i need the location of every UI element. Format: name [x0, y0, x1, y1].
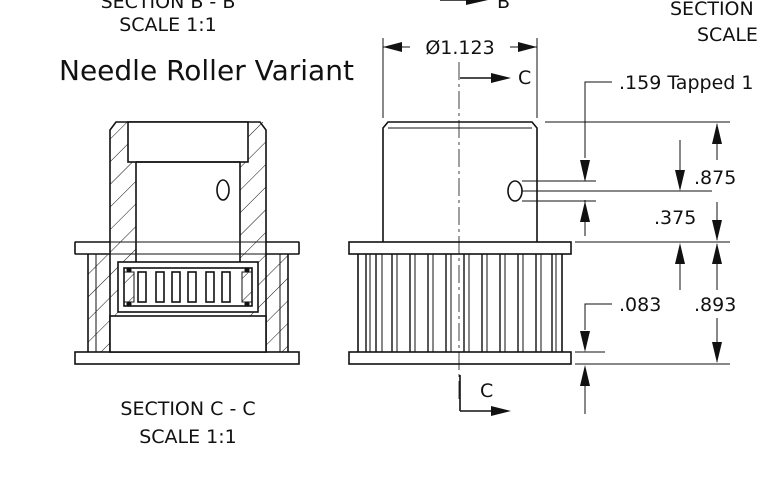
section-arrow-c-top: C [460, 67, 531, 89]
dimension-diameter: Ø1.123 [382, 37, 538, 118]
dimension-083: .083 [580, 294, 661, 414]
section-cc-scale: SCALE 1:1 [139, 426, 237, 448]
diameter-label: Ø1.123 [425, 37, 494, 59]
dimension-375: .375 [654, 207, 696, 290]
c-marker-bottom: C [480, 380, 493, 402]
b-marker: B [497, 0, 510, 13]
pulley-view [348, 62, 572, 400]
d375-label: .375 [654, 207, 696, 229]
d083-label: .083 [619, 294, 661, 316]
section-cc-view [74, 121, 300, 365]
section-cc-label: SECTION C - C [120, 398, 255, 420]
dimension-right-upper [712, 123, 722, 241]
section-arrow-b: B [440, 0, 510, 13]
dimension-893: .893 [694, 243, 736, 363]
c-marker-top: C [518, 67, 531, 89]
variant-title: Needle Roller Variant [59, 54, 354, 87]
section-bb-label: SECTION B - B [101, 0, 236, 13]
section-right-scale: SCALE [697, 24, 758, 46]
dimension-875: .875 [675, 140, 736, 191]
d875-label: .875 [694, 167, 736, 189]
d893-label: .893 [694, 294, 736, 316]
section-right-label: SECTION [670, 0, 754, 20]
tapped-label: .159 Tapped 1 [619, 72, 753, 94]
dimension-tapped: .159 Tapped 1 [580, 72, 753, 236]
section-bb-scale: SCALE 1:1 [119, 14, 217, 36]
section-arrow-c-bottom: C [459, 375, 511, 416]
